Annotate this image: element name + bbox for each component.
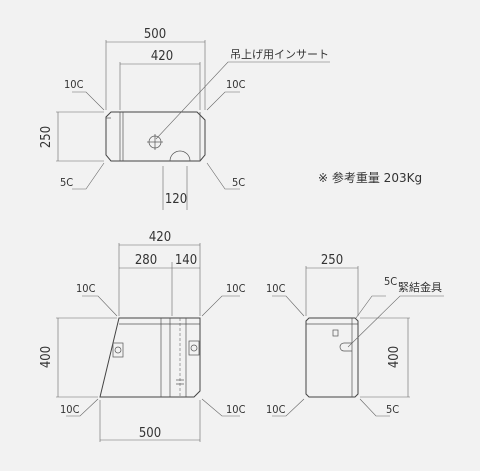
front-chamfer-br: 5C — [232, 176, 245, 189]
side-body-outline — [305, 317, 359, 398]
side-chamfer-br: 5C — [386, 403, 399, 416]
front-chamfer-tr-leader — [206, 91, 240, 111]
side-chamfer-bl: 10C — [266, 403, 286, 416]
insert-leader — [155, 61, 330, 140]
weight-note: ※ 参考重量 203Kg — [318, 170, 422, 185]
front-inner-dim: 420 — [151, 49, 173, 64]
front-body-outline — [105, 111, 206, 162]
plan-chamfer-bl-leader — [66, 398, 99, 417]
front-height-dim: 250 — [39, 126, 54, 148]
front-chamfer-br-leader — [206, 162, 240, 190]
side-chamfer-tr: 5C — [384, 275, 397, 288]
plan-chamfer-tr: 10C — [226, 282, 246, 295]
plan-chamfer-br: 10C — [226, 403, 246, 416]
side-width-dim: 250 — [321, 253, 343, 268]
insert-label: 吊上げ用インサート — [230, 48, 329, 61]
front-width-dim: 500 — [144, 27, 166, 42]
plan-chamfer-br-leader — [201, 398, 240, 417]
side-chamfer-tl-leader — [272, 295, 305, 317]
front-notch-dim: 120 — [165, 192, 187, 207]
side-chamfer-bl-leader — [272, 398, 305, 417]
front-chamfer-bl: 5C — [60, 176, 73, 189]
side-chamfer-br-leader — [359, 398, 390, 417]
fitting-label: 緊結金具 — [398, 280, 442, 294]
front-chamfer-tl: 10C — [64, 78, 84, 91]
plan-fitting-left — [112, 342, 124, 358]
plan-dim-a: 280 — [135, 253, 157, 268]
plan-dim-b: 140 — [175, 253, 197, 268]
front-notch — [169, 150, 191, 162]
plan-chamfer-tr-leader — [201, 295, 240, 317]
plan-bottom-dim: 500 — [139, 426, 161, 441]
plan-body-outline — [99, 317, 201, 398]
side-chamfer-tl: 10C — [266, 282, 286, 295]
side-height-dim: 400 — [387, 346, 402, 368]
plan-top-dim: 420 — [149, 230, 171, 245]
plan-chamfer-tl: 10C — [76, 282, 96, 295]
front-view: 500 420 250 120 10C 10C 5C 5C 吊上げ用インサート — [39, 27, 330, 210]
plan-fitting-right — [188, 340, 200, 356]
plan-view: 420 280 140 400 500 10C 10C 10C 10C — [39, 230, 246, 442]
side-chamfer-tr-leader — [355, 295, 386, 319]
plan-chamfer-bl: 10C — [60, 403, 80, 416]
front-chamfer-tr: 10C — [226, 78, 246, 91]
side-view: 250 400 10C 5C 10C 5C 緊結金具 — [266, 253, 444, 417]
front-chamfer-bl-leader — [72, 162, 105, 190]
fitting-leader — [347, 295, 444, 348]
side-fitting-slot — [339, 342, 352, 352]
plan-chamfer-tl-leader — [82, 295, 118, 317]
front-chamfer-tl-leader — [72, 91, 105, 111]
plan-height-dim: 400 — [39, 346, 54, 368]
